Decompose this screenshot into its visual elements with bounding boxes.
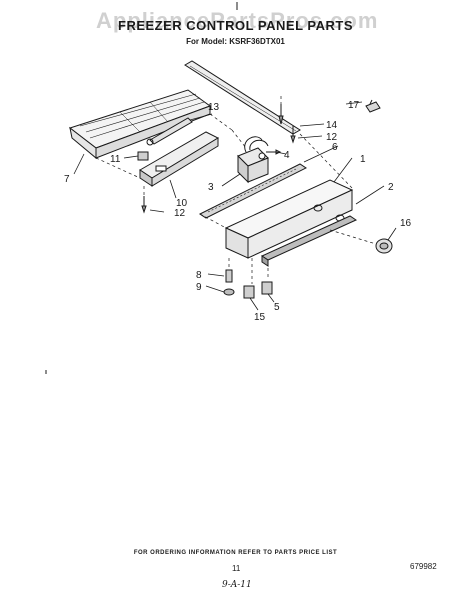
part-10-rail [139, 131, 220, 187]
assembly-lines [95, 96, 377, 284]
callout-9: 9 [196, 282, 202, 293]
callout-15: 15 [254, 312, 266, 323]
document-number: 679982 [410, 562, 437, 571]
callout-12-left: 12 [174, 208, 186, 219]
part-9-washer [223, 288, 235, 296]
ordering-info: FOR ORDERING INFORMATION REFER TO PARTS … [133, 550, 338, 556]
part-15-clip [243, 285, 255, 299]
part-2-trim [260, 215, 358, 267]
model-subtitle: For Model: KSRF36DTX01 [186, 37, 285, 46]
part-12-screw-left [141, 196, 147, 214]
part-17-clip [365, 99, 381, 113]
handwritten-note: 9-A-11 [222, 580, 252, 590]
page-number: 11 [232, 564, 241, 573]
part-13-sensor-tube [146, 117, 193, 146]
part-8-fastener [225, 269, 233, 283]
callout-2: 2 [388, 182, 394, 193]
callout-13: 13 [208, 102, 220, 113]
callout-16: 16 [400, 218, 412, 229]
part-11-bracket [137, 151, 149, 161]
callout-6: 6 [332, 142, 338, 153]
part-6-strip [199, 163, 307, 219]
part-5-clip [261, 281, 273, 295]
callout-8: 8 [196, 270, 202, 281]
part-16-knob [375, 238, 393, 254]
part-12-screw-right [278, 104, 296, 144]
page-title: FREEZER CONTROL PANEL PARTS [118, 18, 353, 33]
callout-3: 3 [208, 182, 214, 193]
callout-5: 5 [274, 302, 280, 313]
leader-lines [73, 101, 397, 311]
callout-11: 11 [110, 154, 121, 165]
watermark: AppliancePartsPros.com [96, 8, 379, 33]
part-14-bar [184, 60, 301, 135]
callout-7: 7 [64, 174, 70, 185]
callout-17: 17 [348, 100, 360, 111]
callout-10: 10 [176, 198, 188, 209]
part-7-housing [68, 89, 212, 160]
callout-4: 4 [284, 150, 290, 161]
callout-14: 14 [326, 120, 338, 131]
callout-1: 1 [360, 154, 366, 165]
part-3-control-switch [237, 136, 269, 184]
callout-labels: 1 2 3 4 5 6 7 8 9 10 11 12 12 13 14 15 1… [64, 100, 412, 323]
callout-12-right: 12 [326, 132, 338, 143]
